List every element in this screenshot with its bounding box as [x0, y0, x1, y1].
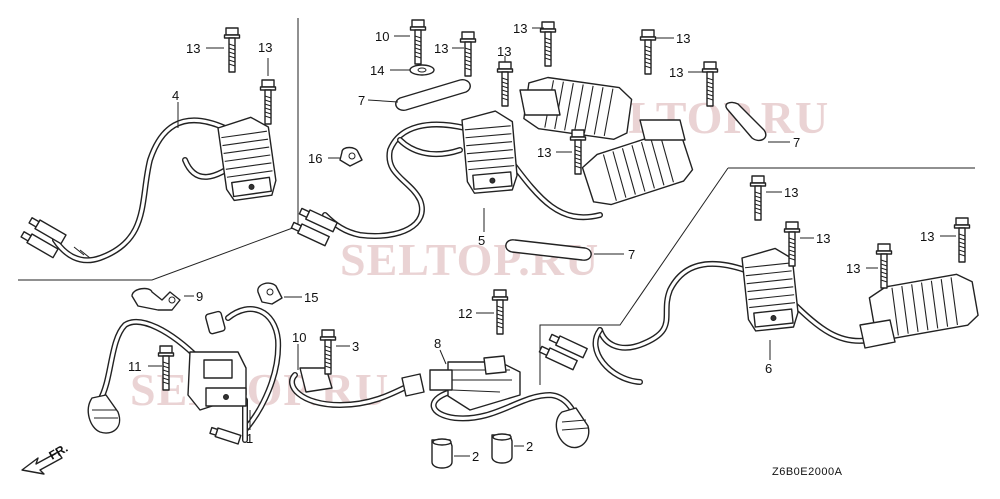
callout-5: 5 — [478, 233, 485, 248]
callout-13: 13 — [920, 229, 934, 244]
callout-13: 13 — [816, 231, 830, 246]
callout-4: 4 — [172, 88, 179, 103]
callout-14: 14 — [370, 63, 384, 78]
callout-13: 13 — [258, 40, 272, 55]
callout-7: 7 — [628, 247, 635, 262]
callout-16: 16 — [308, 151, 322, 166]
callout-11: 11 — [128, 359, 142, 374]
callout-6: 6 — [765, 361, 772, 376]
callout-9: 9 — [196, 289, 203, 304]
watermark-text: SELTOP.RU — [340, 234, 599, 285]
callout-1: 1 — [246, 431, 253, 446]
ignition-coil-4 — [20, 27, 279, 264]
ignition-coil-1 — [87, 282, 283, 445]
callout-15: 15 — [304, 290, 318, 305]
drawing-code: Z6B0E2000A — [772, 466, 843, 478]
callout-13: 13 — [784, 185, 798, 200]
callout-2: 2 — [472, 449, 479, 464]
callout-2: 2 — [526, 439, 533, 454]
ignition-coil-5 — [290, 19, 767, 261]
front-direction-arrow: FR. — [21, 441, 70, 475]
callout-12: 12 — [458, 306, 472, 321]
ignition-coil-6 — [538, 175, 981, 385]
watermark-group: SELTOP.RU SELTOP.RU SELTOP.RU — [130, 92, 828, 415]
section-dividers — [18, 18, 975, 385]
callout-13: 13 — [846, 261, 860, 276]
callout-13: 13 — [676, 31, 690, 46]
callout-7: 7 — [793, 135, 800, 150]
callout-13: 13 — [434, 41, 448, 56]
ignition-coil-3 — [429, 289, 590, 469]
callout-10: 3 — [352, 339, 359, 354]
callout-13: 13 — [513, 21, 527, 36]
callout-8: 10 — [292, 330, 306, 345]
callout-13: 13 — [186, 41, 200, 56]
callout-13: 13 — [497, 44, 511, 59]
wire-harness-8 — [289, 329, 425, 409]
callout-13: 13 — [537, 145, 551, 160]
callout-7: 7 — [358, 93, 365, 108]
callout-13: 13 — [669, 65, 683, 80]
callout-10: 10 — [375, 29, 389, 44]
callout-3: 8 — [434, 336, 441, 351]
